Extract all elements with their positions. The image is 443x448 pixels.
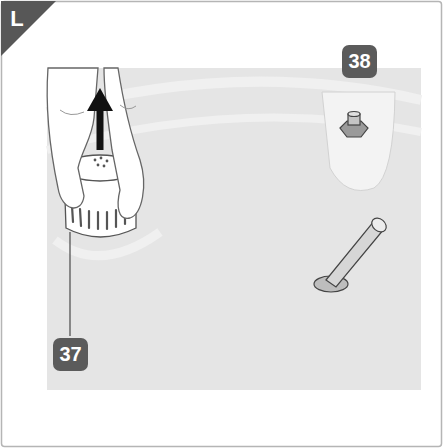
panel-letter: L [6, 5, 28, 33]
callout-number: 38 [342, 45, 377, 78]
callout-number: 37 [53, 338, 88, 371]
